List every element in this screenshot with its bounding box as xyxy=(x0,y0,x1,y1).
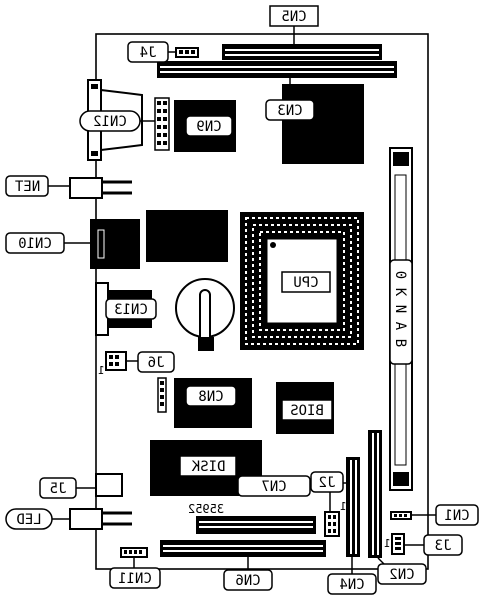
svg-text:J2: J2 xyxy=(319,475,336,491)
cn9-header xyxy=(154,97,170,151)
pin1-j3-text: 1 xyxy=(384,537,391,550)
chipset-chip xyxy=(282,84,364,164)
j2-jumper xyxy=(324,511,340,537)
svg-text:CN2: CN2 xyxy=(389,567,414,583)
label-cn7: CN7 xyxy=(237,475,311,497)
svg-text:J5: J5 xyxy=(50,481,67,497)
svg-text:CN9: CN9 xyxy=(196,119,221,135)
svg-text:CN3: CN3 xyxy=(277,103,302,119)
svg-text:CN5: CN5 xyxy=(281,9,306,25)
svg-text:J3: J3 xyxy=(435,538,452,554)
label-bios: BIOS xyxy=(281,399,333,421)
j5-connector xyxy=(95,473,123,497)
label-cn13: CN13 xyxy=(105,298,157,320)
svg-text:CN1: CN1 xyxy=(444,508,469,524)
label-cn12: CN12 xyxy=(79,110,141,132)
svg-text:CN12: CN12 xyxy=(93,114,127,130)
cn3-connector xyxy=(157,61,397,78)
svg-text:BIOS: BIOS xyxy=(290,403,324,419)
label-cn1: CN1 xyxy=(435,504,479,526)
bank0-letter: 0 xyxy=(392,271,408,279)
pin1-j2-text: 1 xyxy=(340,500,347,513)
label-cn2: CN2 xyxy=(377,563,427,585)
svg-text:CN6: CN6 xyxy=(235,573,260,589)
j6-jumper xyxy=(105,351,127,371)
label-cn8: CN8 xyxy=(185,385,237,407)
label-j3: J3 xyxy=(423,534,463,556)
label-cn3: CN3 xyxy=(265,99,315,121)
label-net: NET xyxy=(5,175,49,197)
board-number-text: 35952 xyxy=(188,502,224,516)
label-j4: J4 xyxy=(127,41,169,63)
label-cpu: CPU xyxy=(281,271,331,293)
svg-text:CN11: CN11 xyxy=(118,571,152,587)
cn6-connector xyxy=(160,540,326,557)
label-disk: DISK xyxy=(179,455,237,477)
label-cn4: CN4 xyxy=(327,573,377,595)
svg-text:NET: NET xyxy=(14,179,40,195)
svg-text:DISK: DISK xyxy=(191,459,225,475)
bank0-letter: N xyxy=(392,305,408,313)
svg-text:J4: J4 xyxy=(140,45,157,61)
cpu-socket xyxy=(240,212,364,350)
label-cn6: CN6 xyxy=(223,569,273,591)
middle-chip xyxy=(146,210,228,262)
bank0-letter: K xyxy=(392,288,408,297)
label-j5: J5 xyxy=(39,477,77,499)
svg-text:CPU: CPU xyxy=(293,275,318,291)
svg-text:CN4: CN4 xyxy=(339,577,364,593)
svg-text:J6: J6 xyxy=(148,355,165,371)
cn4-connector xyxy=(346,457,360,557)
label-cn11: CN11 xyxy=(109,567,161,589)
bank0-letter: A xyxy=(392,322,408,331)
pin1-j6-text: 1 xyxy=(98,364,105,377)
svg-text:CN7: CN7 xyxy=(261,479,286,495)
label-j6: J6 xyxy=(137,351,175,373)
svg-text:CN10: CN10 xyxy=(18,236,52,252)
label-cn9: CN9 xyxy=(185,115,233,137)
net-led-connector xyxy=(69,177,132,199)
label-led: LED xyxy=(5,508,53,530)
svg-text:CN8: CN8 xyxy=(198,389,223,405)
label-j2: J2 xyxy=(310,471,344,493)
label-bank0: BA NK 0 xyxy=(389,259,413,365)
cn8-header xyxy=(157,377,167,413)
svg-text:CN13: CN13 xyxy=(114,302,148,318)
battery xyxy=(175,278,235,351)
label-cn5: CN5 xyxy=(269,5,319,27)
svg-text:LED: LED xyxy=(16,512,41,528)
cn5-connector xyxy=(222,44,382,60)
cn2-connector xyxy=(368,430,382,558)
cn7-connector xyxy=(196,516,316,534)
label-cn10: CN10 xyxy=(5,232,65,254)
bank0-letter: B xyxy=(392,339,408,347)
